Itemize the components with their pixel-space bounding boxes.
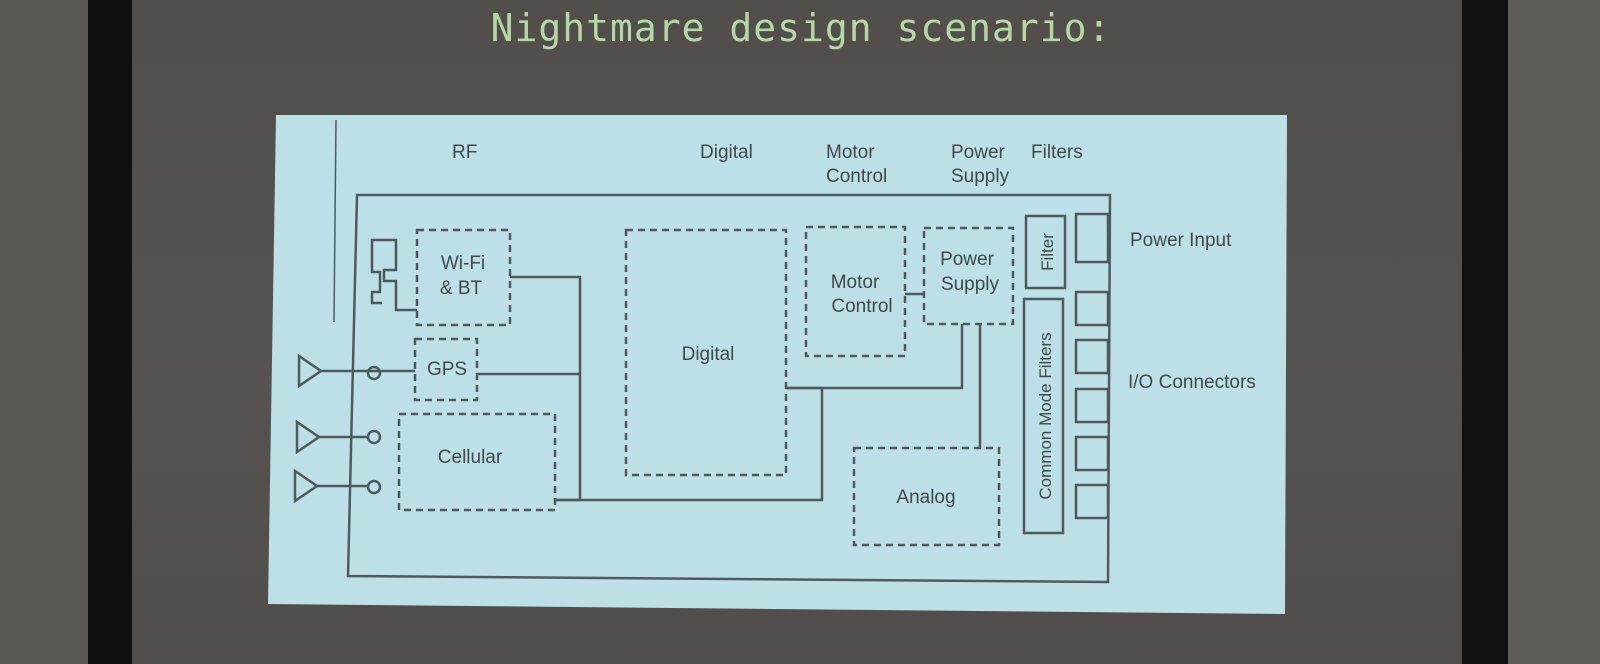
- power-supply-block: [922, 226, 1015, 326]
- header-power-line2: Supply: [951, 166, 1010, 187]
- wall-right: [1508, 0, 1600, 664]
- header-motor-line2: Control: [826, 166, 887, 187]
- header-motor-line1: Motor: [826, 142, 875, 163]
- filter-label: Filter: [1038, 233, 1057, 271]
- connector-io-1: [1074, 290, 1110, 327]
- wifi-bt-block: [415, 228, 512, 327]
- header-digital: Digital: [700, 142, 753, 163]
- io-connectors-label: I/O Connectors: [1128, 372, 1256, 393]
- antenna-gps-icon: [297, 353, 324, 389]
- antenna-cellular-2-port: [366, 479, 382, 495]
- board-outline: [346, 193, 1112, 584]
- antenna-cellular-1-icon: [295, 419, 322, 455]
- screen-frame-right: [1462, 0, 1508, 664]
- digital-block: [624, 228, 788, 477]
- slide-title: Nightmare design scenario:: [490, 6, 1112, 50]
- gps-label: GPS: [427, 359, 467, 380]
- power-input-label: Power Input: [1130, 230, 1232, 251]
- cellular-block: [397, 412, 557, 512]
- wifi-label-line1: Wi-Fi: [441, 253, 485, 274]
- common-mode-filters-label: Common Mode Filters: [1036, 332, 1055, 499]
- common-mode-filters-block: [1022, 297, 1065, 535]
- cellular-label: Cellular: [438, 447, 503, 468]
- screen-frame-left: [88, 0, 132, 664]
- motor-label-line2: Control: [831, 296, 892, 317]
- analog-label: Analog: [896, 487, 955, 508]
- wall-left: [0, 0, 88, 664]
- antenna-cellular-2-icon: [293, 468, 320, 504]
- wifi-label-line2: & BT: [440, 278, 483, 299]
- connector-io-2: [1074, 338, 1110, 375]
- power-label-line2: Supply: [941, 274, 1000, 295]
- header-power-line1: Power: [951, 142, 1006, 163]
- diagram-background: [268, 115, 1287, 614]
- motor-label-line1: Motor: [831, 272, 880, 293]
- connector-io-3: [1074, 387, 1110, 424]
- gps-block: [413, 337, 479, 402]
- header-rf: RF: [452, 142, 477, 163]
- power-label-line1: Power: [940, 249, 995, 270]
- antenna-cellular-1-port: [366, 429, 382, 445]
- filter-block: [1024, 214, 1067, 290]
- pcb-antenna-trace: [370, 238, 417, 312]
- motor-control-block: [804, 225, 907, 358]
- connector-io-4: [1074, 435, 1110, 472]
- bus-digital-to-power: [786, 324, 964, 390]
- antenna-gps-port: [366, 365, 382, 381]
- digital-label: Digital: [682, 344, 735, 365]
- left-margin-line: [333, 119, 337, 323]
- connector-power-input: [1074, 212, 1110, 264]
- header-filters: Filters: [1031, 142, 1083, 163]
- connector-io-5: [1074, 483, 1110, 520]
- analog-block: [852, 446, 1001, 547]
